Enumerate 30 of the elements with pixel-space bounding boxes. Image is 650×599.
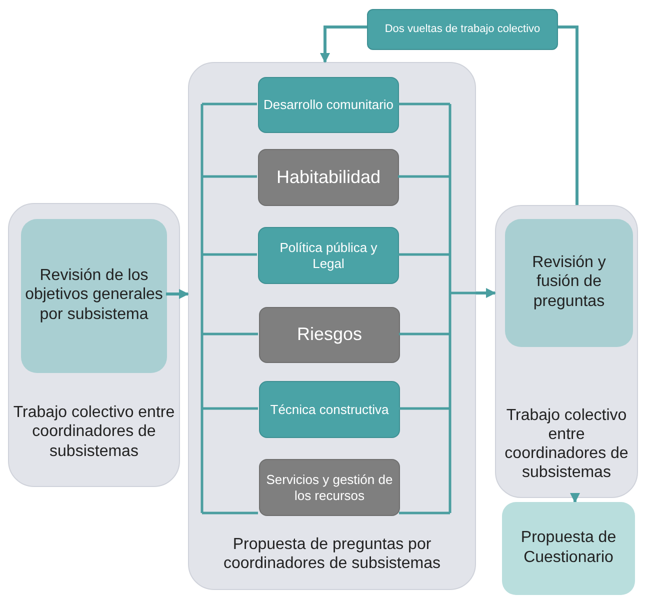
panel-caption: Trabajo colectivo entre coordinadores de subsistemas	[504, 406, 630, 482]
box-label: Riesgos	[296, 324, 362, 346]
arrow	[476, 288, 496, 298]
box-label: Propuesta de Cuestionario	[520, 528, 618, 567]
process-box	[259, 459, 400, 516]
process-box	[258, 149, 399, 206]
arrow	[320, 26, 367, 63]
box-label: Desarrollo comunitario	[263, 97, 394, 113]
process-box	[367, 9, 558, 50]
box-label: Servicios y gestión de los recursos	[265, 472, 394, 504]
process-box	[502, 502, 635, 595]
process-box	[259, 381, 400, 438]
box-label: Técnica constructiva	[270, 402, 389, 418]
box-label: Dos vueltas de trabajo colectivo	[384, 22, 540, 36]
box-label: Política pública y Legal	[278, 240, 378, 272]
process-box	[258, 77, 399, 133]
box-label: Habitabilidad	[276, 166, 381, 188]
arrow	[570, 493, 580, 503]
panel-caption: Propuesta de preguntas por coordinadores de subsistemas	[222, 534, 442, 574]
group-panel	[188, 62, 476, 590]
process-box	[258, 227, 399, 284]
panel-caption: Trabajo colectivo entre coordinadores de subsistemas	[13, 403, 175, 461]
box-label: Revisión y fusión de preguntas	[531, 253, 607, 311]
group-panel	[495, 205, 638, 498]
group-panel	[8, 203, 180, 487]
process-box	[505, 219, 633, 347]
process-box	[259, 307, 400, 363]
box-label: Revisión de los objetivos generales por subsistema	[25, 266, 163, 324]
arrow	[166, 289, 189, 299]
process-box	[21, 219, 167, 373]
